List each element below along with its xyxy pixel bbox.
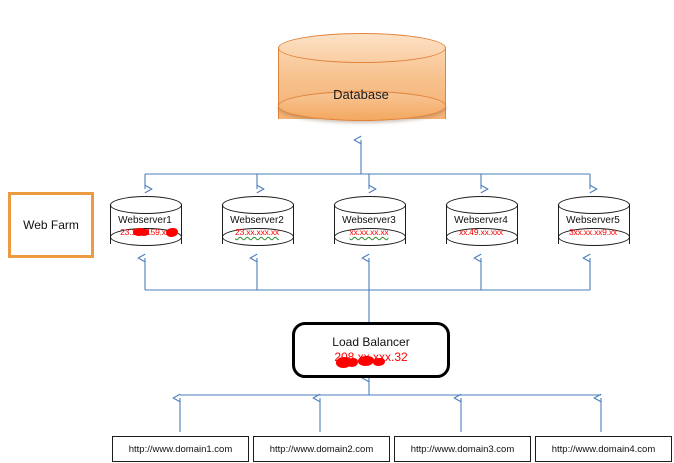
load-balancer-label: Load Balancer: [332, 335, 410, 349]
redaction-blob: [133, 228, 146, 236]
webserver-cylinder-top: [334, 196, 406, 214]
web-farm-label: Web Farm: [23, 218, 79, 232]
database-node[interactable]: Database: [278, 33, 446, 133]
domain-box-1[interactable]: http://www.domain1.com: [112, 436, 249, 462]
webserver-cylinder-bottom: [334, 228, 406, 246]
domain-url-label: http://www.domain1.com: [128, 443, 233, 455]
domain-url-label: http://www.domain3.com: [410, 443, 515, 455]
webserver-name-label: Webserver5: [566, 215, 620, 226]
webserver-name-label: Webserver4: [454, 215, 508, 226]
webserver-ip-label: xx.49.xx.xxx: [459, 227, 503, 237]
redaction-blob: [347, 358, 358, 367]
redaction-blob: [358, 356, 374, 366]
webserver-node-5[interactable]: Webserver5 3xx.xx.xx9.xx: [558, 196, 630, 252]
load-balancer-node[interactable]: Load Balancer 208.xx.xxx.32: [292, 322, 450, 378]
webserver-cylinder-top: [446, 196, 518, 214]
database-cylinder-bottom: [278, 91, 446, 121]
redaction-blob: [140, 229, 149, 236]
webserver-name-label: Webserver1: [118, 215, 172, 226]
webserver-cylinder-bottom: [446, 228, 518, 246]
webserver-ip-label: 3xx.xx.xx9.xx: [569, 227, 617, 237]
webserver-node-1[interactable]: Webserver1 23.1xx.159.xx: [110, 196, 182, 252]
database-cylinder-top: [278, 33, 446, 63]
webserver-node-3[interactable]: Webserver3 xx.xx.xx.xx: [334, 196, 406, 252]
webserver-name-label: Webserver2: [230, 215, 284, 226]
database-label: Database: [333, 87, 389, 102]
webserver-name-label: Webserver3: [342, 215, 396, 226]
webserver-cylinder-top: [222, 196, 294, 214]
domain-url-label: http://www.domain2.com: [269, 443, 374, 455]
redaction-blob: [166, 228, 178, 237]
domain-url-label: http://www.domain4.com: [551, 443, 656, 455]
webserver-cylinder-bottom: [110, 228, 182, 246]
webserver-ip-label: xx.xx.xx.xx: [349, 227, 389, 237]
redaction-blob: [336, 357, 352, 368]
webserver-cylinder-bottom: [558, 228, 630, 246]
redaction-blob: [373, 358, 385, 366]
webserver-ip-label: 23.xx.xxx.xx: [235, 227, 279, 237]
webserver-cylinder-bottom: [222, 228, 294, 246]
web-farm-box[interactable]: Web Farm: [8, 192, 94, 258]
domain-box-3[interactable]: http://www.domain3.com: [394, 436, 531, 462]
webserver-cylinder-top: [558, 196, 630, 214]
webserver-node-4[interactable]: Webserver4 xx.49.xx.xxx: [446, 196, 518, 252]
domain-box-2[interactable]: http://www.domain2.com: [253, 436, 390, 462]
webserver-cylinder-top: [110, 196, 182, 214]
domain-box-4[interactable]: http://www.domain4.com: [535, 436, 672, 462]
webserver-node-2[interactable]: Webserver2 23.xx.xxx.xx: [222, 196, 294, 252]
